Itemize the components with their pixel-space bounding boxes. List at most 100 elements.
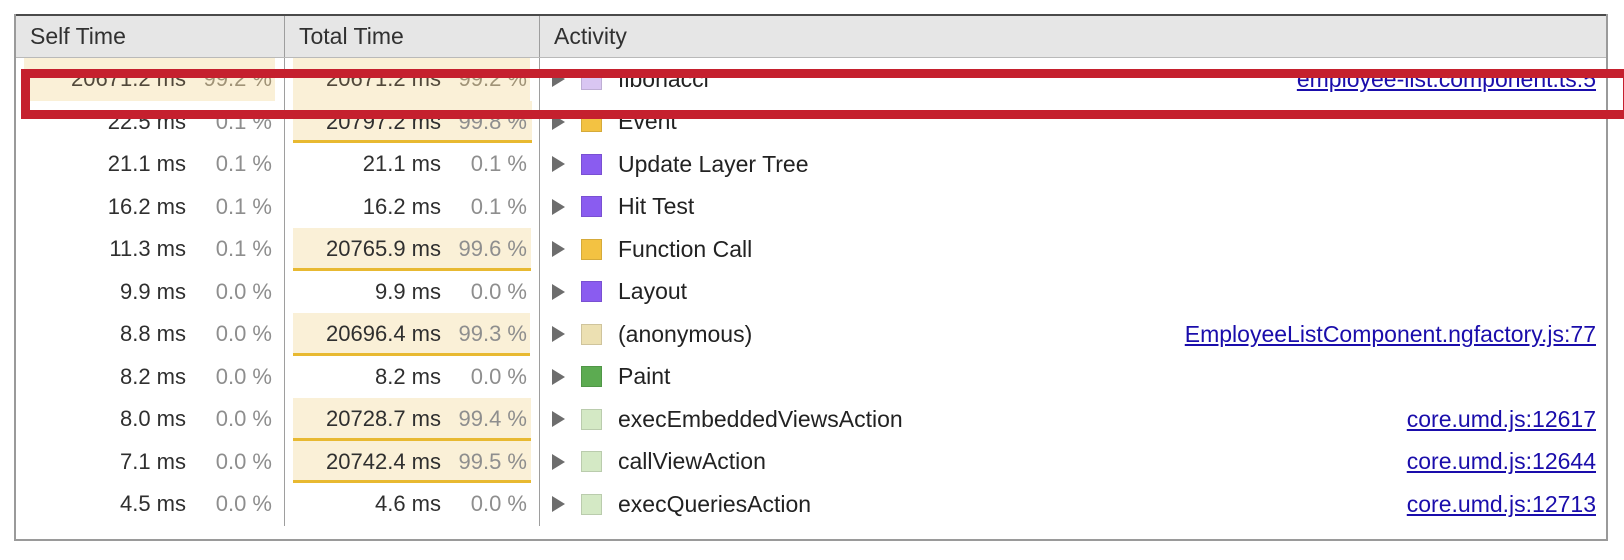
self-time-values: 22.5 ms 0.1 % bbox=[16, 109, 284, 135]
self-time-ms: 20671.2 ms bbox=[71, 66, 186, 92]
column-header-activity-label: Activity bbox=[554, 23, 627, 49]
expand-triangle-icon[interactable] bbox=[552, 71, 565, 88]
self-time-percent: 0.0 % bbox=[215, 278, 272, 304]
cell-activity: Layout bbox=[540, 271, 1606, 314]
table-header-row: Self Time Total Time Activity bbox=[16, 14, 1606, 58]
total-time-values: 20797.2 ms 99.8 % bbox=[285, 109, 539, 135]
activity-name: Paint bbox=[618, 363, 671, 390]
self-time-ms: 11.3 ms bbox=[109, 236, 186, 262]
activity-color-swatch-icon bbox=[581, 111, 602, 133]
expand-triangle-icon[interactable] bbox=[552, 496, 565, 513]
table-row[interactable]: 22.5 ms 0.1 % 20797.2 ms 99.8 % Event bbox=[16, 100, 1606, 144]
self-time-percent: 0.0 % bbox=[215, 363, 272, 389]
activity-name: Layout bbox=[618, 278, 688, 305]
self-time-ms: 8.2 ms bbox=[119, 363, 186, 389]
expand-triangle-icon[interactable] bbox=[552, 326, 565, 343]
expand-triangle-icon[interactable] bbox=[552, 368, 565, 385]
expand-triangle-icon[interactable] bbox=[552, 241, 565, 258]
total-time-percent: 0.1 % bbox=[470, 151, 527, 177]
self-time-ms: 16.2 ms bbox=[107, 193, 186, 219]
self-time-ms: 9.9 ms bbox=[119, 278, 186, 304]
total-time-ms: 20797.2 ms bbox=[326, 108, 441, 134]
column-header-self-time[interactable]: Self Time bbox=[16, 16, 285, 57]
self-time-values: 11.3 ms 0.1 % bbox=[16, 236, 284, 262]
expand-triangle-icon[interactable] bbox=[552, 113, 565, 130]
total-time-percentage-bar bbox=[293, 228, 532, 271]
activity-color-swatch-icon bbox=[581, 323, 602, 345]
cell-total-time: 20742.4 ms 99.5 % bbox=[285, 440, 540, 483]
self-time-percent: 0.0 % bbox=[215, 406, 272, 432]
self-time-ms: 22.5 ms bbox=[107, 108, 186, 134]
activity-color-swatch-icon bbox=[581, 68, 602, 90]
cell-activity: Event bbox=[540, 101, 1606, 144]
total-time-percentage-bar bbox=[293, 100, 532, 143]
cell-activity: (anonymous)EmployeeListComponent.ngfacto… bbox=[540, 313, 1606, 356]
cell-self-time: 22.5 ms 0.1 % bbox=[16, 100, 285, 143]
column-header-total-time-label: Total Time bbox=[299, 23, 404, 49]
total-time-percent: 99.3 % bbox=[458, 321, 528, 347]
source-location-link[interactable]: core.umd.js:12713 bbox=[1406, 490, 1596, 517]
cell-activity: Function Call bbox=[540, 228, 1606, 271]
total-time-ms: 20742.4 ms bbox=[326, 448, 441, 474]
self-time-percent: 0.1 % bbox=[215, 108, 272, 134]
total-time-percentage-bar bbox=[293, 440, 531, 483]
activity-name: execEmbeddedViewsAction bbox=[618, 405, 903, 432]
expand-triangle-icon[interactable] bbox=[552, 411, 565, 428]
source-location-link[interactable]: core.umd.js:12617 bbox=[1406, 405, 1596, 432]
self-time-percent: 0.1 % bbox=[215, 236, 272, 262]
self-time-percent: 0.1 % bbox=[215, 151, 272, 177]
column-header-total-time[interactable]: Total Time bbox=[285, 16, 540, 57]
cell-activity: Paint bbox=[540, 356, 1606, 399]
total-time-percent: 99.5 % bbox=[458, 448, 528, 474]
source-location-link[interactable]: employee-list.component.ts:5 bbox=[1296, 65, 1596, 92]
total-time-percent: 0.0 % bbox=[470, 278, 527, 304]
column-header-activity[interactable]: Activity bbox=[540, 16, 1606, 57]
source-location-link[interactable]: core.umd.js:12644 bbox=[1406, 448, 1596, 475]
activity-color-swatch-icon bbox=[581, 366, 602, 388]
self-time-values: 20671.2 ms 99.2 % bbox=[16, 66, 284, 92]
total-time-ms: 8.2 ms bbox=[374, 363, 441, 389]
self-time-percent: 99.2 % bbox=[203, 66, 273, 92]
expand-triangle-icon[interactable] bbox=[552, 156, 565, 173]
total-time-percent: 99.8 % bbox=[458, 108, 528, 134]
expand-triangle-icon[interactable] bbox=[552, 283, 565, 300]
cell-total-time: 16.2 ms 0.1 % bbox=[285, 185, 540, 228]
source-location-link[interactable]: EmployeeListComponent.ngfactory.js:77 bbox=[1184, 320, 1596, 347]
activity-color-swatch-icon bbox=[581, 451, 602, 473]
total-time-values: 16.2 ms 0.1 % bbox=[285, 194, 539, 220]
total-time-percent: 0.1 % bbox=[470, 193, 527, 219]
cell-activity: Hit Test bbox=[540, 186, 1606, 229]
expand-triangle-icon[interactable] bbox=[552, 453, 565, 470]
activity-color-swatch-icon bbox=[581, 493, 602, 515]
total-time-ms: 16.2 ms bbox=[362, 193, 441, 219]
expand-triangle-icon[interactable] bbox=[552, 198, 565, 215]
